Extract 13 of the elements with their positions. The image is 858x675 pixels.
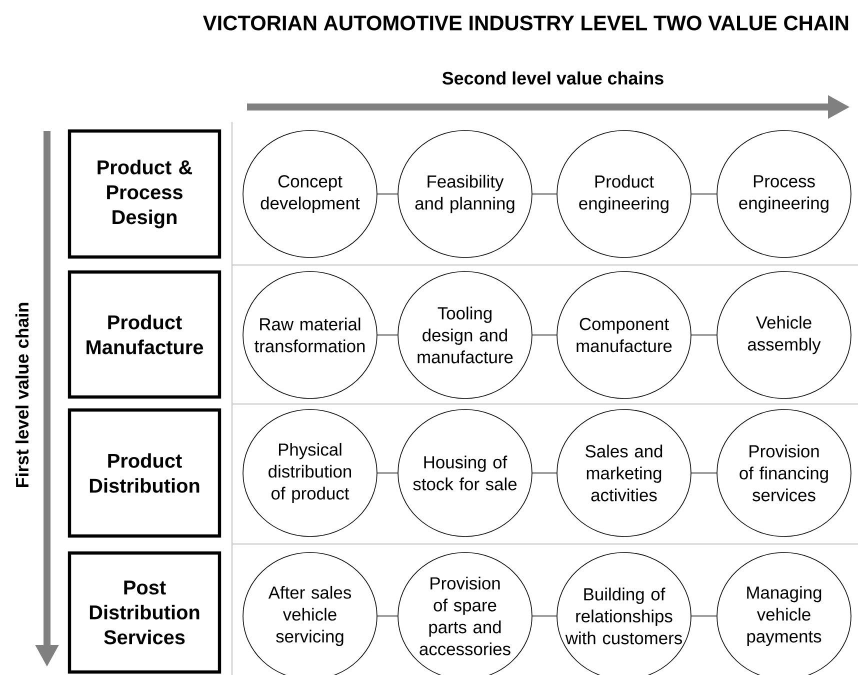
axis-label: First level value chain: [15, 302, 29, 487]
stage-box: Product Manufacture: [68, 270, 222, 399]
connector-line: [691, 334, 717, 336]
connector-line: [377, 334, 398, 336]
title: VICTORIAN AUTOMOTIVE INDUSTRY LEVEL TWO VALUE CHAIN: [202, 16, 848, 30]
stage-box: Product & Process Design: [68, 129, 222, 259]
connector-line: [532, 472, 557, 474]
connector-line: [377, 472, 398, 474]
connector-line: [691, 472, 717, 474]
stage-box: Post Distribution Services: [68, 551, 222, 674]
stage-box: Product Distribution: [68, 408, 222, 538]
axis-label: Second level value chains: [442, 71, 664, 85]
connector-line: [532, 334, 557, 336]
